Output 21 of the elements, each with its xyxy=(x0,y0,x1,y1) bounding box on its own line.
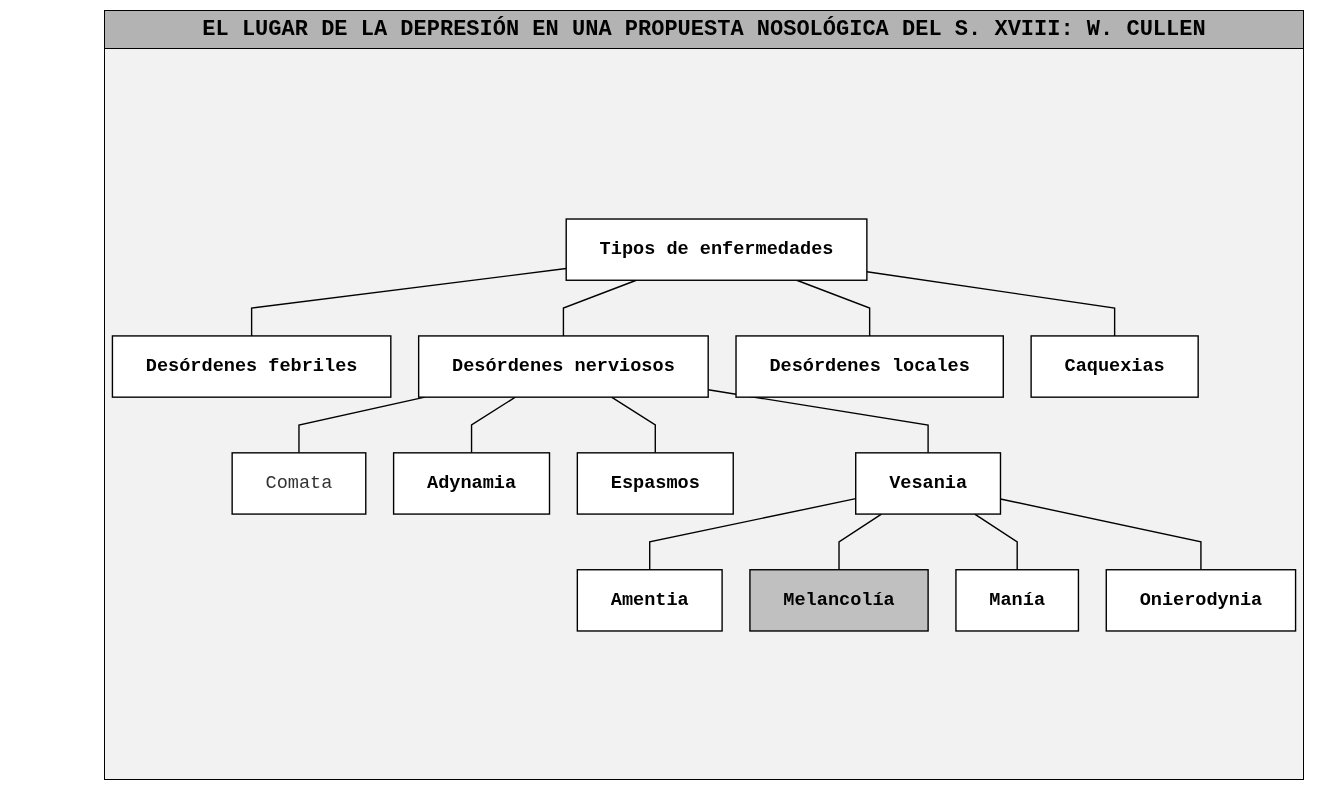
node-box: Amentia xyxy=(576,569,723,632)
node-box: Espasmos xyxy=(576,452,734,515)
node-box: Adynamia xyxy=(392,452,551,515)
connector xyxy=(866,271,1116,337)
node-box: Caquexias xyxy=(1030,335,1199,398)
node-box: Desórdenes febriles xyxy=(111,335,392,398)
connector xyxy=(610,396,656,454)
node-box: Comata xyxy=(231,452,367,515)
node-box: Desórdenes locales xyxy=(735,335,1004,398)
connector xyxy=(470,396,516,454)
connector xyxy=(796,279,871,337)
title-banner: EL LUGAR DE LA DEPRESIÓN EN UNA PROPUESTA NOSOLÓGICA DEL S. XVIII: W. CULLEN xyxy=(105,11,1303,49)
node-box: Desórdenes nerviosos xyxy=(417,335,709,398)
connector xyxy=(250,267,567,337)
node-box: Melancolía xyxy=(749,569,929,632)
connector xyxy=(838,513,883,571)
connector xyxy=(974,513,1018,571)
node-box: Tipos de enfermedades xyxy=(565,218,868,281)
node-box: Manía xyxy=(955,569,1080,632)
node-box: Vesania xyxy=(855,452,1002,515)
node-box: Onierodynia xyxy=(1105,569,1297,632)
